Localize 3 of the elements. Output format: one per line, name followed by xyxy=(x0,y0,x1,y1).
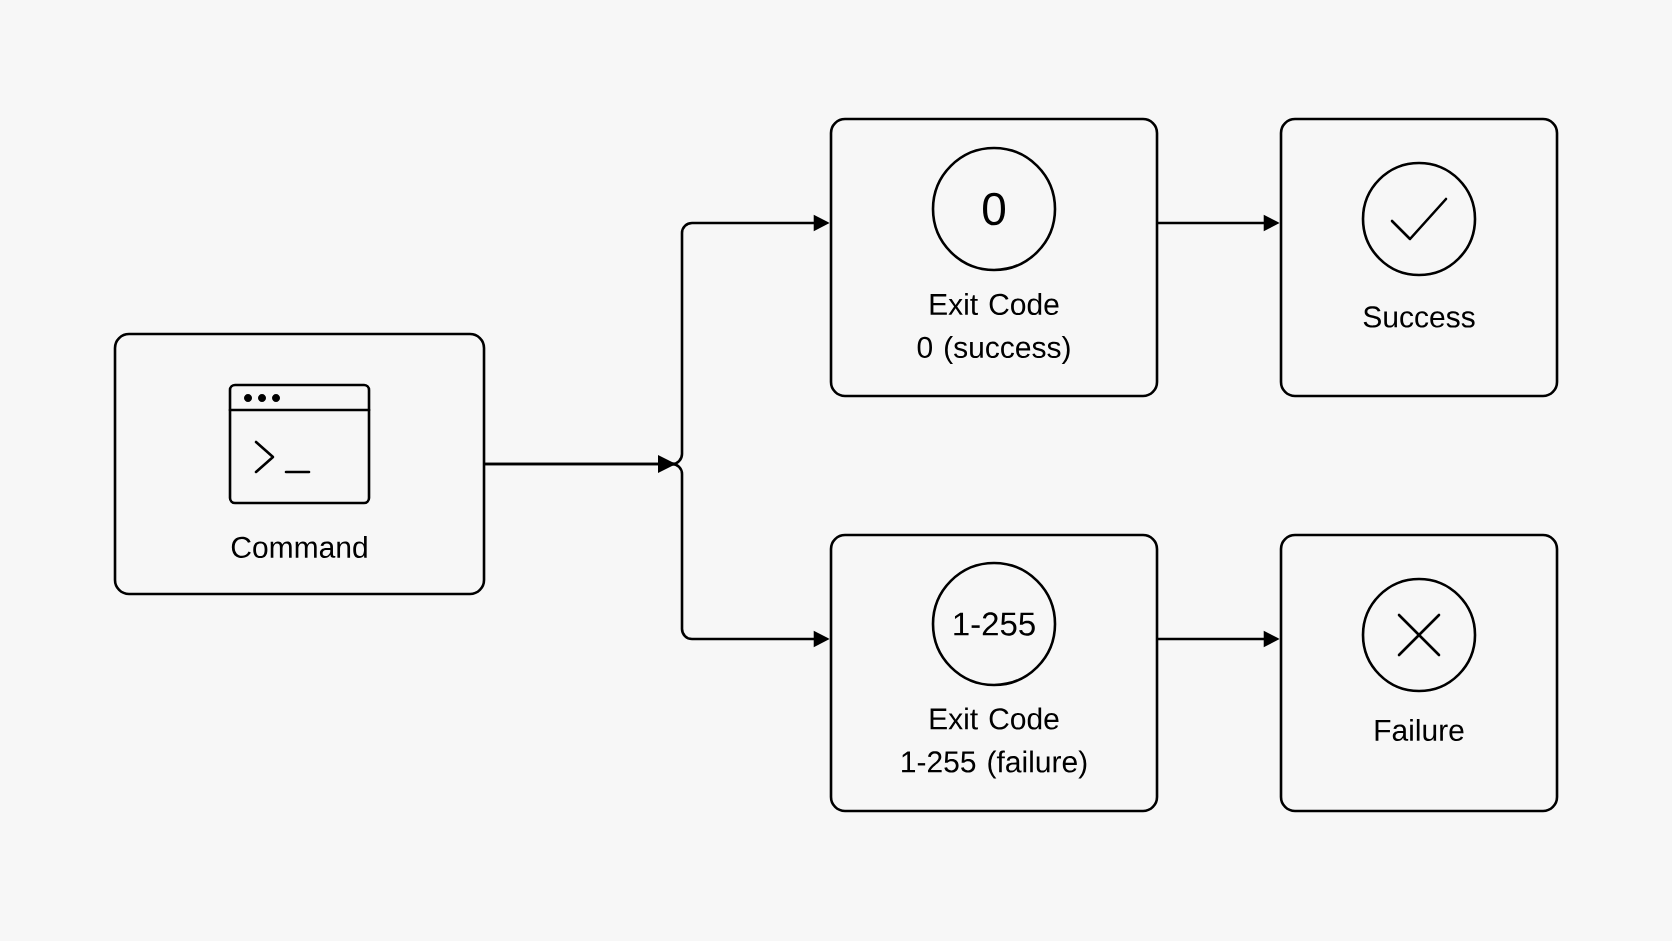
process-box: Success xyxy=(1279,117,1559,398)
process-box: Failure xyxy=(1279,533,1559,813)
process-box: Command xyxy=(113,332,486,596)
